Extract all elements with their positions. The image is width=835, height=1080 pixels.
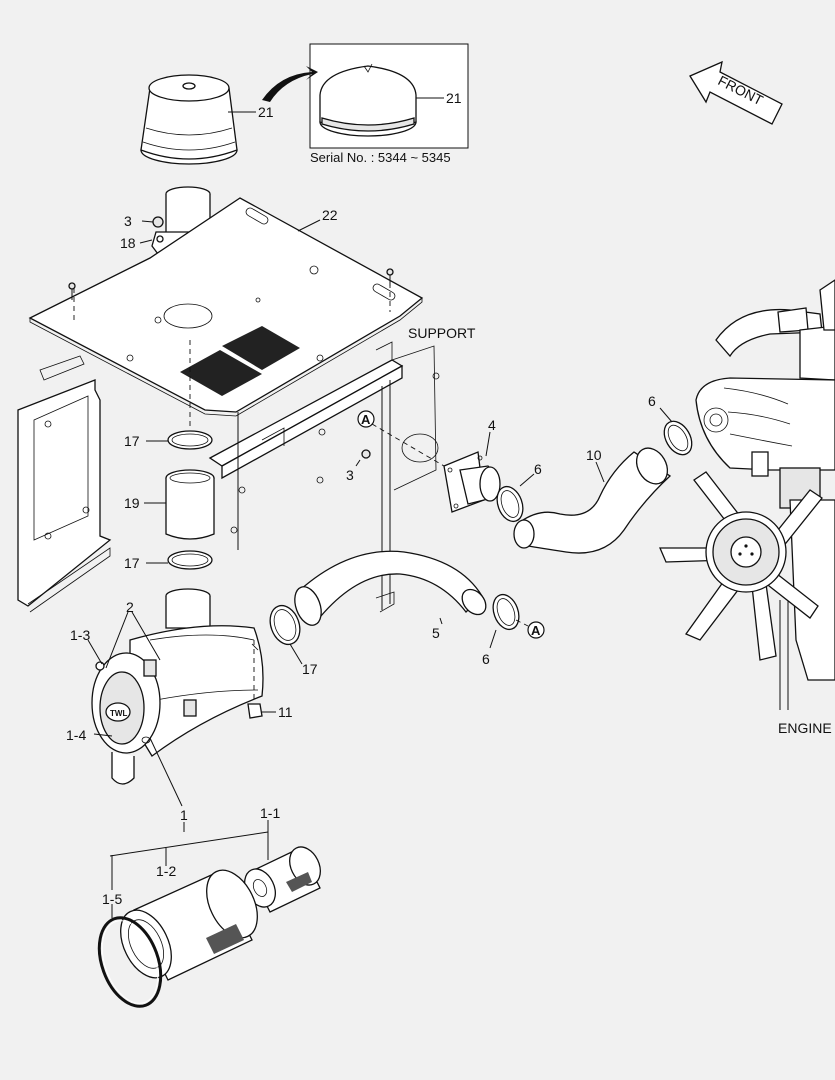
part-label-1-1: 1-1: [260, 805, 280, 821]
part-label-1-2: 1-2: [156, 863, 176, 879]
clamp-17-upper: [146, 430, 213, 450]
side-panel: [17, 355, 112, 613]
serial-inset: [309, 43, 469, 149]
part-label-11: 11: [278, 704, 293, 720]
plate-bolts: [68, 268, 394, 300]
clamp-6-upper: [659, 407, 693, 456]
leader-1-3: [87, 639, 103, 665]
part-label-4: 4: [488, 417, 496, 433]
mounting-plate: [28, 197, 424, 417]
breakdown-tree: [109, 737, 269, 918]
clamp-17-lower: [146, 550, 213, 570]
precleaner-cap: [140, 74, 256, 165]
clamp-17-outlet: [269, 604, 303, 665]
main-element-1-2: [120, 869, 258, 981]
part-label-21: 21: [258, 104, 274, 120]
engine-illustration: [659, 279, 835, 710]
part-label-19: 19: [124, 495, 140, 511]
part-label-3-top: 3: [124, 213, 132, 229]
clamp-6-middle: [496, 473, 535, 523]
part-label-1: 1: [180, 807, 188, 823]
part-label-17-outlet: 17: [302, 661, 318, 677]
part-label-21-inset: 21: [446, 90, 462, 106]
elbow-hose-5: [294, 550, 487, 626]
logo-mark: TWL: [110, 709, 127, 718]
leader-2: [105, 611, 161, 669]
part-label-17-upper: 17: [124, 433, 140, 449]
ref-circle-a-upper: [357, 410, 375, 428]
flange-adapter-4: [443, 431, 501, 513]
part-label-3-mid: 3: [346, 467, 354, 483]
clamp-6-lower: [489, 593, 529, 649]
part-label-1-4: 1-4: [66, 727, 86, 743]
support-label: SUPPORT: [408, 325, 476, 341]
support-bracket: [208, 341, 445, 613]
part-label-18: 18: [120, 235, 136, 251]
part-label-17-lower: 17: [124, 555, 140, 571]
serial-number-note: Serial No. : 5344 ~ 5345: [310, 150, 451, 165]
engine-label: ENGINE: [778, 720, 832, 736]
bolt-3-top: [139, 216, 164, 244]
leader-1-4: [93, 733, 113, 737]
part-label-6-middle: 6: [534, 461, 542, 477]
air-cleaner-body: TWL: [91, 588, 264, 785]
part-label-5: 5: [432, 625, 440, 641]
part-label-1-3: 1-3: [70, 627, 90, 643]
ref-circle-a-lower: [527, 621, 545, 639]
hose-19: [144, 469, 215, 540]
o-ring-1-5: [97, 916, 163, 1008]
part-label-22: 22: [322, 207, 338, 223]
bolt-3-mid: [355, 449, 371, 467]
front-arrow: [689, 60, 783, 125]
part-label-6-lower: 6: [482, 651, 490, 667]
ref-label-a-lower: A: [531, 623, 541, 638]
hose-10: [513, 447, 672, 554]
part-label-1-5: 1-5: [102, 891, 122, 907]
part-label-2: 2: [126, 599, 134, 615]
part-label-6-upper: 6: [648, 393, 656, 409]
ref-label-a-upper: A: [361, 412, 371, 427]
part-label-10: 10: [586, 447, 602, 463]
fitting-11: [247, 703, 276, 719]
inset-arrow: [262, 66, 318, 102]
